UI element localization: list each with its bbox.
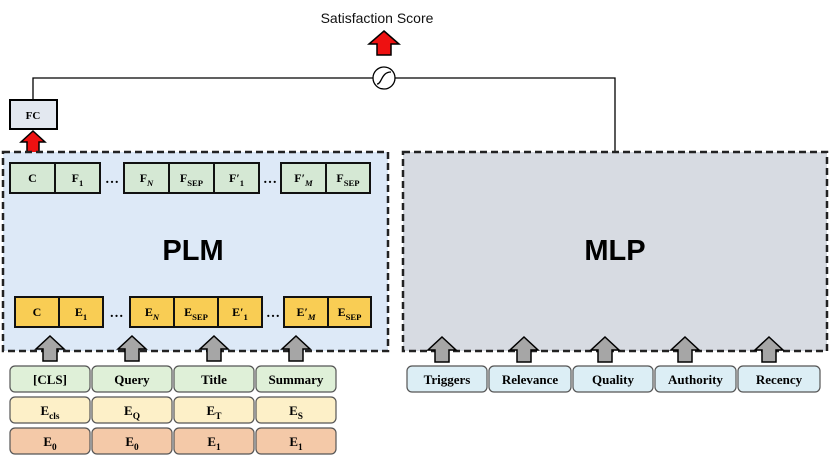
fc-box <box>9 99 58 130</box>
token-box-label: [CLS] <box>33 372 67 387</box>
segment-embedding-box <box>91 396 173 424</box>
token-box-label: Title <box>201 372 227 387</box>
token-cell-label: C <box>33 305 42 319</box>
feature-box <box>737 365 821 393</box>
mlp-input-arrows <box>426 335 785 363</box>
position-embedding-box <box>91 427 173 455</box>
token-cell-label: FSEP <box>180 171 204 188</box>
mlp-label: MLP <box>584 235 645 267</box>
feature-box <box>488 365 572 393</box>
up-arrow-icon <box>669 335 701 363</box>
token-cell <box>213 162 260 194</box>
ellipsis: … <box>105 172 119 187</box>
up-arrow-icon <box>198 334 230 362</box>
token-cell <box>325 162 371 194</box>
token-cell <box>14 296 60 328</box>
token-cell <box>168 162 215 194</box>
ellipsis: … <box>263 172 277 187</box>
feature-label: Recency <box>756 372 803 387</box>
token-box-label: Summary <box>269 372 324 387</box>
satisfaction-score-label: Satisfaction Score <box>321 10 434 26</box>
output-arrow <box>366 30 402 56</box>
feature-row: Triggers Relevance Quality Authority Recency <box>406 365 821 393</box>
token-cell-label: F′1 <box>229 171 244 188</box>
up-arrow-icon <box>753 335 785 363</box>
token-cell-label: E′1 <box>232 305 248 322</box>
connector-line <box>32 77 616 152</box>
sigmoid-node <box>372 66 396 90</box>
token-cell-label: FN <box>140 171 154 188</box>
token-cell <box>327 296 372 328</box>
ellipsis: … <box>266 306 280 321</box>
token-cell-label: C <box>28 171 37 185</box>
up-arrow-icon <box>426 335 458 363</box>
token-box-label: Query <box>114 372 150 387</box>
plm-input-arrows <box>34 334 312 362</box>
token-cell-label: FSEP <box>336 171 360 188</box>
segment-embedding-box <box>255 396 337 424</box>
position-embedding-box-label: E1 <box>207 434 221 453</box>
segment-embedding-box <box>9 396 91 424</box>
token-cell-label: ESEP <box>338 305 363 322</box>
token-cell <box>123 162 170 194</box>
position-embedding-box <box>9 427 91 455</box>
segment-embedding-box-label: ES <box>289 403 303 422</box>
segment-embedding-box-label: EQ <box>124 403 140 422</box>
up-arrow-icon <box>508 335 540 363</box>
token-cell <box>283 296 329 328</box>
fc-label: FC <box>26 110 41 122</box>
position-embedding-box-label: E0 <box>43 434 57 453</box>
up-arrow-icon <box>116 334 148 362</box>
up-arrow-icon <box>34 334 66 362</box>
token-cell-label: EN <box>145 305 160 322</box>
feature-label: Triggers <box>424 372 471 387</box>
token-cell <box>54 162 101 194</box>
position-embedding-box-label: E0 <box>125 434 139 453</box>
token-cell-label: ESEP <box>184 305 209 322</box>
plm-output-row: C F1 … FN FSEP F′1 … F′M FSEP <box>9 162 371 194</box>
token-cell-label: F1 <box>72 171 84 188</box>
feature-box <box>654 365 737 393</box>
segment-embedding-box-label: Ecls <box>40 403 59 422</box>
token-box <box>255 365 337 393</box>
feature-box <box>572 365 654 393</box>
token-cell-label: F′M <box>294 171 313 188</box>
ellipsis: … <box>110 306 124 321</box>
segment-embedding-box-label: ET <box>207 403 223 422</box>
position-embedding-box <box>255 427 337 455</box>
token-cell <box>217 296 263 328</box>
token-cell <box>58 296 104 328</box>
feature-label: Authority <box>668 372 723 387</box>
token-cell-label: E1 <box>75 305 87 322</box>
token-box <box>9 365 91 393</box>
up-arrow-icon <box>589 335 621 363</box>
up-arrow-icon <box>280 334 312 362</box>
position-embedding-box-label: E1 <box>289 434 303 453</box>
mlp-block <box>401 150 829 353</box>
feature-label: Quality <box>592 372 634 387</box>
feature-label: Relevance <box>502 372 559 387</box>
feature-box <box>406 365 488 393</box>
plm-embedding-row: C E1 … EN ESEP E′1 … E′M ESEP <box>14 296 372 328</box>
token-box <box>91 365 173 393</box>
token-box <box>173 365 255 393</box>
token-cell-label: E′M <box>296 305 315 322</box>
position-embedding-box <box>173 427 255 455</box>
plm-label: PLM <box>162 235 223 267</box>
segment-embedding-box <box>173 396 255 424</box>
